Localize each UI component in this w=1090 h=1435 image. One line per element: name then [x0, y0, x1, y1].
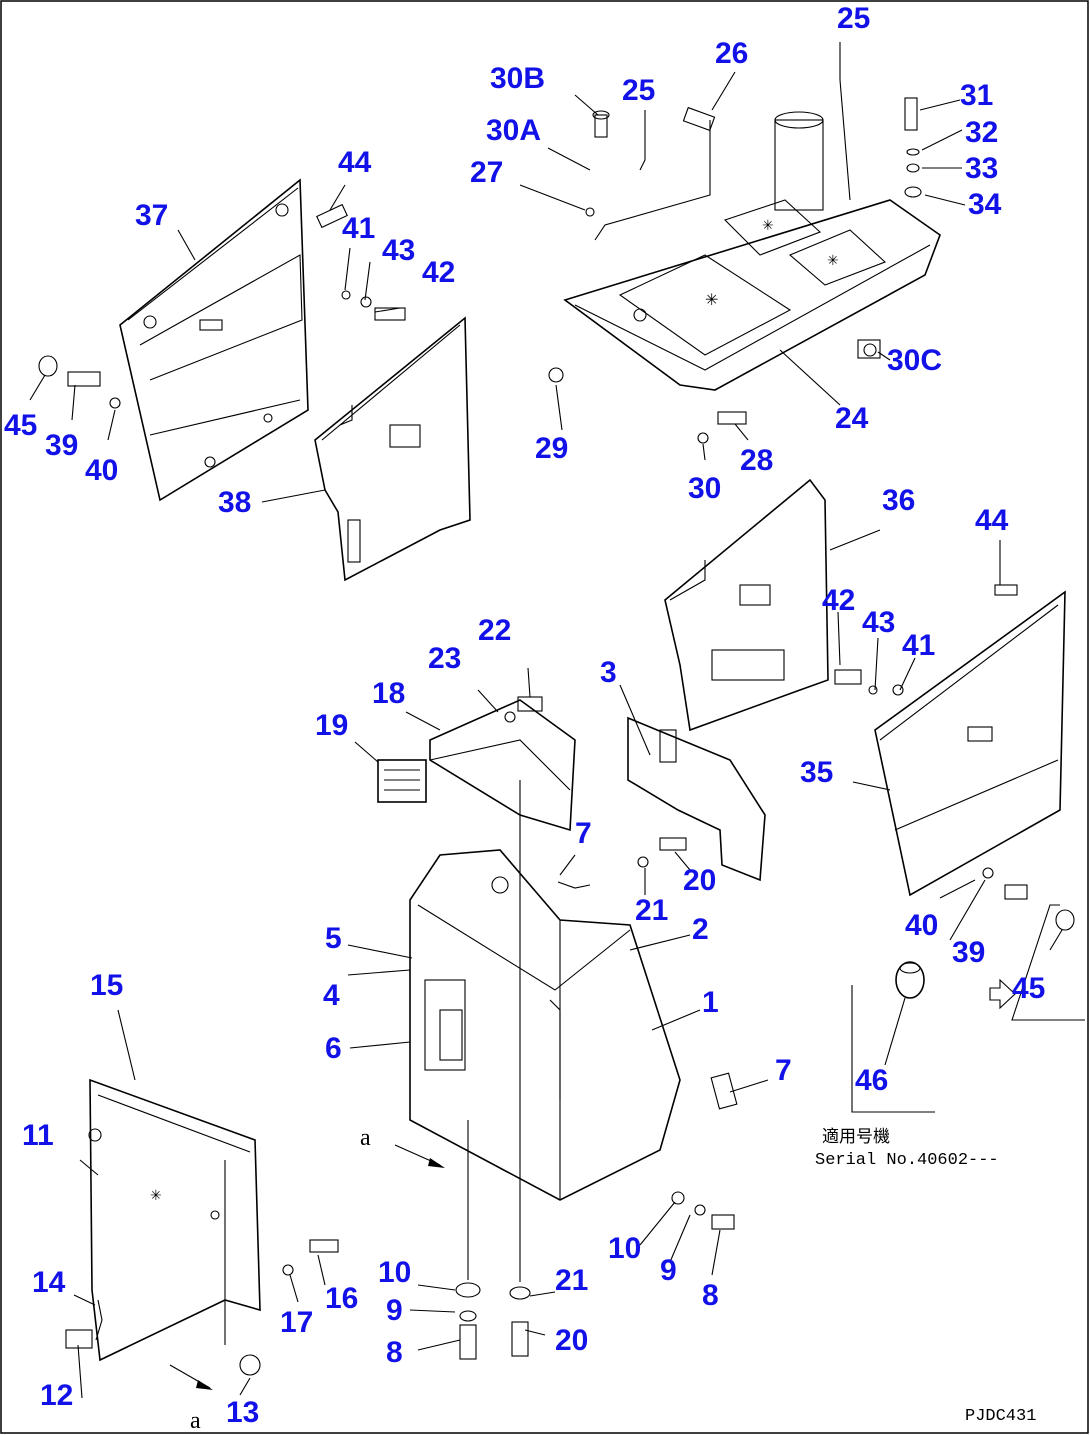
callout-21b: 21: [635, 894, 668, 927]
callout-3: 3: [600, 656, 617, 689]
callout-28: 28: [740, 444, 773, 477]
callout-39b: 39: [952, 936, 985, 969]
part-3-bracket: [627, 716, 766, 882]
part-46-knob: [895, 961, 925, 999]
callout-36: 36: [882, 484, 915, 517]
callout-8b: 8: [702, 1279, 719, 1312]
callout-7a: 7: [575, 817, 592, 850]
part-35-side-cover: [874, 590, 1066, 897]
callout-33: 33: [965, 152, 998, 185]
callout-24: 24: [835, 402, 869, 435]
part-24-top-panel: ✳ ✳ ✳: [563, 111, 941, 391]
callout-26: 26: [715, 37, 748, 70]
callout-40a: 40: [85, 454, 118, 487]
callout-1: 1: [702, 986, 719, 1019]
callout-38: 38: [218, 486, 251, 519]
callout-44b: 44: [975, 504, 1009, 537]
part-38-panel: [314, 316, 471, 582]
callout-7b: 7: [775, 1054, 792, 1087]
drawing-code: PJDC431: [965, 1407, 1036, 1426]
serial-note-japanese: 適用号機: [822, 1127, 890, 1147]
serial-bracket: [851, 904, 1085, 1113]
callout-30a: 30A: [486, 114, 541, 147]
callout-11: 11: [22, 1119, 54, 1152]
callout-22: 22: [478, 614, 511, 647]
callout-35: 35: [800, 756, 833, 789]
view-arrows: [169, 1144, 445, 1390]
callout-4: 4: [323, 979, 340, 1012]
callout-10b: 10: [608, 1232, 641, 1265]
part-15-cover: ✳: [88, 1078, 261, 1362]
callout-45b: 45: [1012, 972, 1045, 1005]
callout-21a: 21: [555, 1264, 588, 1297]
hardware: [38, 97, 1075, 1376]
callout-10a: 10: [378, 1256, 411, 1289]
callout-32: 32: [965, 116, 998, 149]
callout-20b: 20: [683, 864, 716, 897]
callout-37: 37: [135, 199, 168, 232]
callout-25b: 25: [837, 2, 870, 35]
callout-27: 27: [470, 156, 503, 189]
callout-45a: 45: [4, 409, 37, 442]
callout-15: 15: [90, 969, 123, 1002]
callout-42b: 42: [822, 584, 855, 617]
callout-8a: 8: [386, 1336, 403, 1369]
leader-lines: [29, 42, 1063, 1399]
callouts: 1 2 3 4 5 6 7 7 8 8 9 9 10 10 11 12 13 1…: [4, 2, 1045, 1429]
callout-40b: 40: [905, 909, 938, 942]
part-36-panel: [664, 478, 829, 732]
callout-30c: 30C: [887, 344, 942, 377]
part-37-side-cover: [119, 178, 309, 502]
callout-20a: 20: [555, 1324, 588, 1357]
callout-42a: 42: [422, 256, 455, 289]
callout-17: 17: [280, 1306, 313, 1339]
svg-text:✳: ✳: [827, 253, 839, 269]
callout-2: 2: [692, 913, 709, 946]
part-1-console-box: [409, 849, 681, 1201]
view-letter-a-upper: a: [360, 1125, 371, 1151]
callout-12: 12: [40, 1379, 73, 1412]
view-letter-a-lower: a: [190, 1408, 201, 1434]
callout-39a: 39: [45, 429, 78, 462]
callout-9a: 9: [386, 1294, 403, 1327]
callout-18: 18: [372, 677, 405, 710]
part-18-duct: [429, 699, 576, 832]
callout-43a: 43: [382, 234, 415, 267]
callout-30: 30: [688, 472, 721, 505]
callout-19: 19: [315, 709, 348, 742]
callout-41b: 41: [902, 629, 935, 662]
svg-text:✳: ✳: [705, 290, 718, 309]
svg-text:✳: ✳: [150, 1188, 162, 1204]
callout-16: 16: [325, 1282, 358, 1315]
callout-25a: 25: [622, 74, 655, 107]
callout-46: 46: [855, 1064, 888, 1097]
callout-5: 5: [325, 922, 342, 955]
callout-30b: 30B: [490, 62, 545, 95]
callout-29: 29: [535, 432, 568, 465]
callout-44a: 44: [338, 146, 372, 179]
callout-9b: 9: [660, 1254, 677, 1287]
svg-text:✳: ✳: [762, 218, 774, 234]
callout-34: 34: [968, 188, 1002, 221]
callout-43b: 43: [862, 606, 895, 639]
callout-6: 6: [325, 1032, 342, 1065]
serial-note-text: Serial No.40602---: [815, 1151, 999, 1170]
callout-31: 31: [960, 79, 993, 112]
callout-13: 13: [226, 1396, 259, 1429]
callout-23: 23: [428, 642, 461, 675]
callout-41a: 41: [342, 212, 375, 245]
part-19-grille: [377, 759, 427, 803]
callout-14: 14: [32, 1266, 66, 1299]
